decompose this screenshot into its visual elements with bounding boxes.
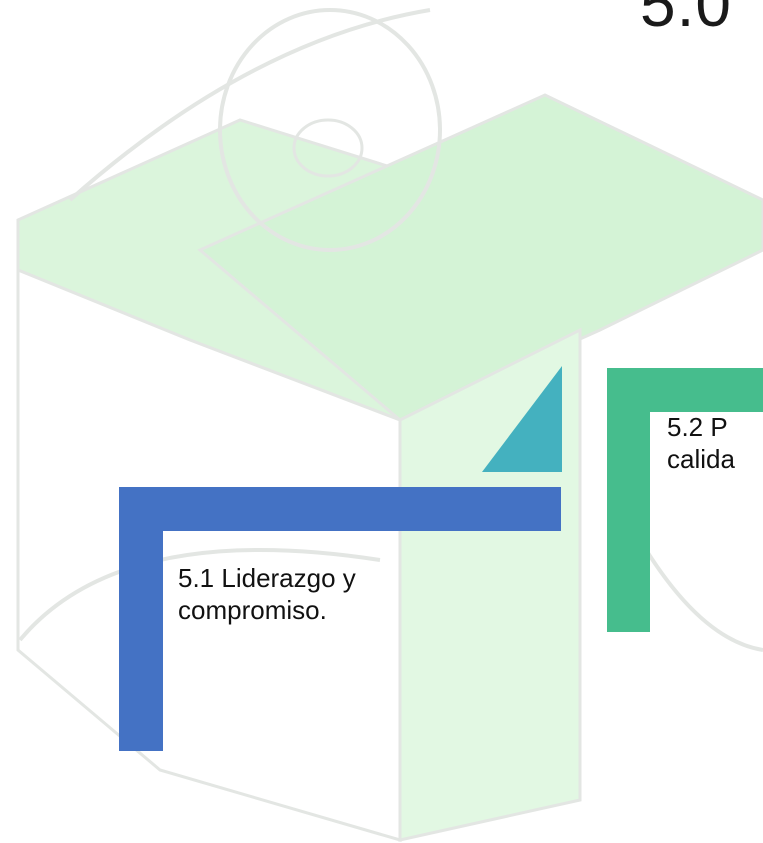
item-5-2-bracket-side	[607, 368, 650, 632]
item-5-1-label: 5.1 Liderazgo y compromiso.	[178, 563, 356, 625]
watermark-upper-ring	[218, 8, 442, 252]
watermark-right-arc	[638, 538, 763, 652]
accent-triangle	[482, 366, 562, 472]
watermark-lower-left-face	[16, 267, 402, 842]
watermark-top-curve	[68, 8, 431, 202]
item-5-1-bracket-top	[119, 487, 561, 531]
item-5-2-label: 5.2 P calida	[667, 412, 735, 474]
section-heading: 5.0	[640, 0, 732, 40]
watermark-small-ring	[292, 118, 364, 178]
item-5-1-bracket-side	[119, 487, 163, 751]
